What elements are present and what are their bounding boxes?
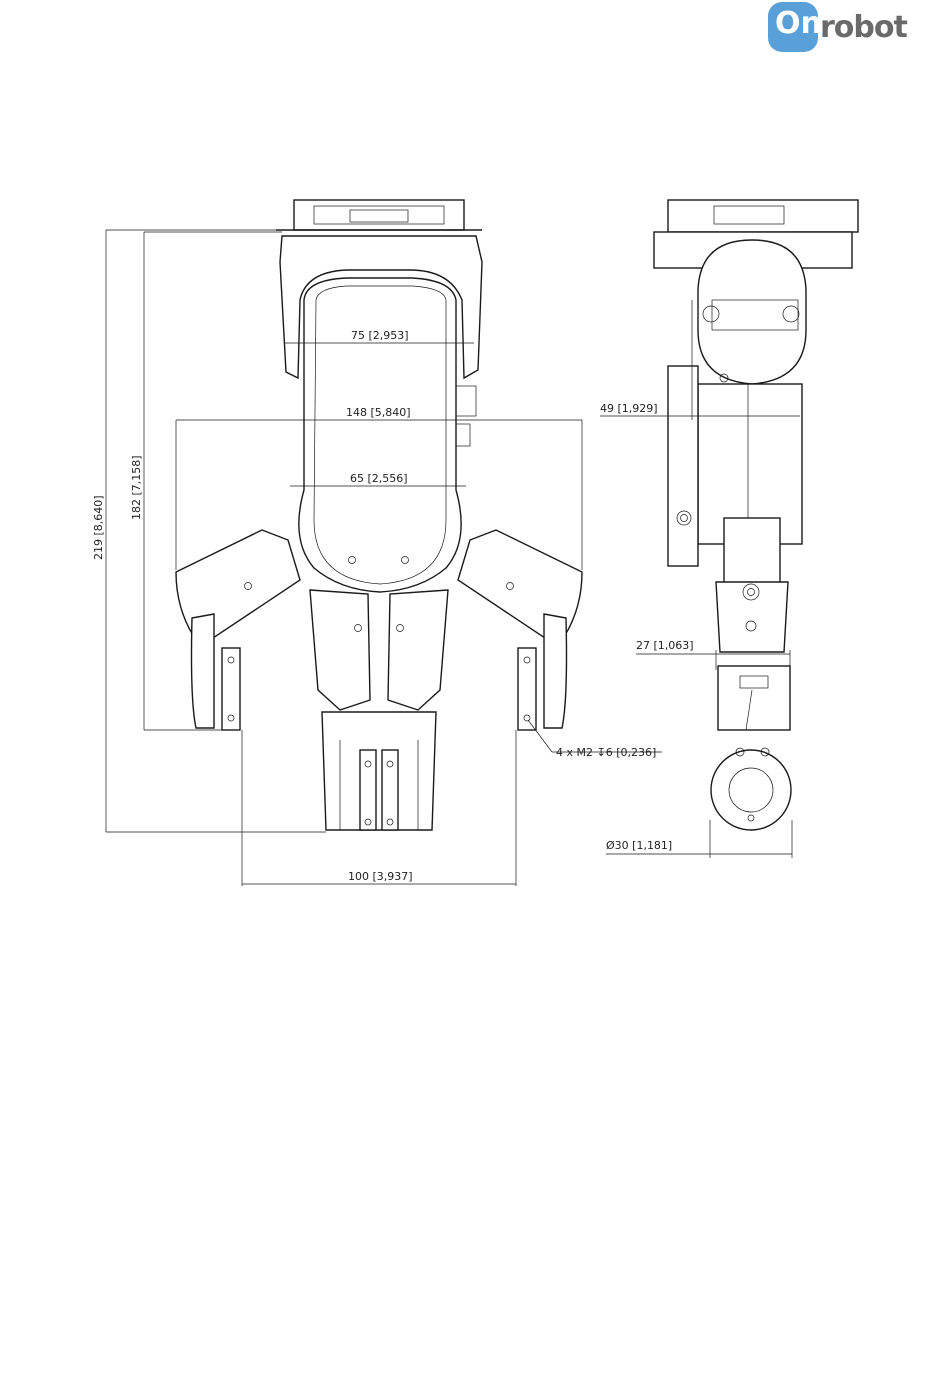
dim-100: 100 [3,937] [348, 870, 413, 883]
dim-148: 148 [5,840] [346, 406, 411, 419]
dim-27: 27 [1,063] [636, 639, 694, 652]
front-right-fingertip [544, 614, 567, 728]
front-mount-flange [294, 200, 464, 230]
side-mount-top [668, 200, 858, 232]
dim-182: 182 [7,158] [130, 455, 143, 520]
side-round-fingertip [711, 750, 791, 830]
front-center-fingertips [322, 712, 436, 830]
dim-65: 65 [2,556] [350, 472, 408, 485]
front-palm-body [299, 278, 461, 592]
dim-219: 219 [8,640] [92, 495, 105, 560]
dim-30: Ø30 [1,181] [606, 839, 672, 852]
dim-75: 75 [2,953] [351, 329, 409, 342]
side-joint [724, 518, 780, 588]
dim-49: 49 [1,929] [600, 402, 658, 415]
screw-note: 4 x M2 ↧6 [0,236] [556, 746, 656, 759]
side-tip-holder [718, 666, 790, 730]
front-center-finger-right [388, 590, 448, 710]
side-view: 49 [1,929] 27 [1,063] Ø30 [1,181] [600, 200, 858, 858]
front-left-fingertip [192, 614, 215, 728]
side-finger-link [716, 582, 788, 652]
front-center-finger-left [310, 590, 370, 710]
front-view: 75 [2,953] 148 [5,840] 65 [2,556] 100 [3… [92, 200, 662, 886]
side-connector [668, 366, 698, 566]
side-round-hub [698, 240, 806, 384]
